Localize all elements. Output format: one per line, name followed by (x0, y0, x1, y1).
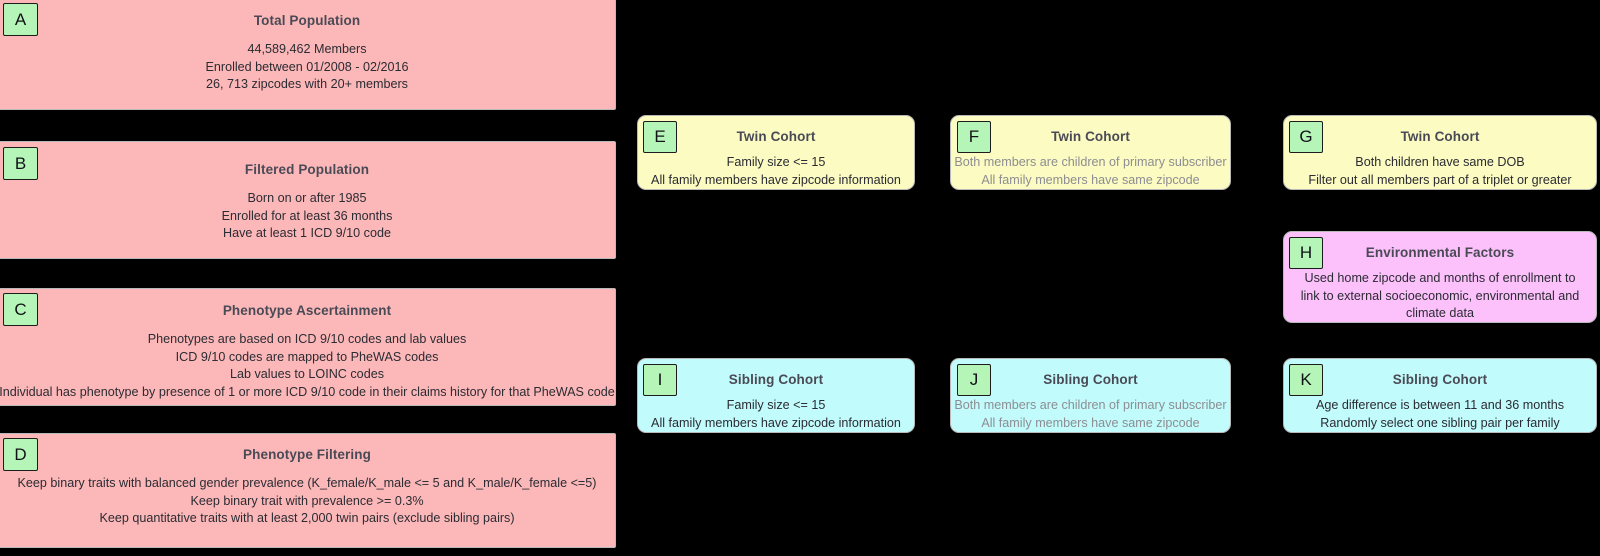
panel-k-body: Age difference is between 11 and 36 mont… (1284, 397, 1596, 432)
panel-b-line-2: Enrolled for at least 36 months (221, 208, 393, 223)
panel-d: Phenotype Filtering Keep binary traits w… (0, 433, 616, 548)
panel-c-line-1: Phenotypes are based on ICD 9/10 codes a… (147, 332, 467, 346)
panel-d-title: Phenotype Filtering (243, 447, 371, 462)
panel-g-badge: G (1289, 121, 1323, 153)
panel-g-body: Both children have same DOB Filter out a… (1284, 154, 1596, 189)
panel-c-line-2: ICD 9/10 codes are mapped to PheWAS code… (175, 349, 439, 364)
panel-c-body: Phenotypes are based on ICD 9/10 codes a… (0, 331, 615, 401)
panel-k-line-2: Randomly select one sibling pair per fam… (1320, 415, 1560, 430)
panel-a-badge: A (3, 3, 38, 36)
panel-h-title: Environmental Factors (1365, 245, 1515, 260)
panel-k-badge: K (1289, 364, 1323, 396)
panel-k-title: Sibling Cohort (1392, 372, 1488, 387)
panel-b: Filtered Population Born on or after 198… (0, 141, 616, 259)
panel-c: Phenotype Ascertainment Phenotypes are b… (0, 288, 616, 406)
panel-b-line-1: Born on or after 1985 (247, 191, 367, 205)
panel-i-title: Sibling Cohort (728, 372, 824, 387)
panel-a-line-1: 44,589,462 Members (247, 42, 367, 56)
panel-i-body: Family size <= 15 All family members hav… (638, 397, 914, 432)
panel-d-line-1: Keep binary traits with balanced gender … (17, 476, 597, 490)
panel-i: Sibling Cohort Family size <= 15 All fam… (637, 358, 915, 433)
panel-d-body: Keep binary traits with balanced gender … (0, 475, 615, 528)
panel-a-body: 44,589,462 Members Enrolled between 01/2… (0, 41, 615, 94)
panel-g-line-2: Filter out all members part of a triplet… (1308, 172, 1572, 187)
panel-k-line-1: Age difference is between 11 and 36 mont… (1315, 398, 1565, 412)
panel-j-body: Both members are children of primary sub… (951, 397, 1230, 432)
panel-f-body: Both members are children of primary sub… (951, 154, 1230, 189)
panel-f-line-1: Both members are children of primary sub… (954, 155, 1227, 169)
panel-j: Sibling Cohort Both members are children… (950, 358, 1231, 433)
panel-j-title: Sibling Cohort (1043, 372, 1138, 387)
panel-d-badge: D (3, 438, 38, 471)
panel-k: Sibling Cohort Age difference is between… (1283, 358, 1597, 433)
panel-h: Environmental Factors Used home zipcode … (1283, 231, 1597, 323)
panel-b-badge: B (3, 147, 38, 180)
panel-e-body: Family size <= 15 All family members hav… (638, 154, 914, 189)
panel-c-line-4: Individual has phenotype by presence of … (0, 384, 615, 399)
panel-e-badge: E (643, 121, 677, 153)
panel-d-line-2: Keep binary trait with prevalence >= 0.3… (190, 493, 424, 508)
panel-c-badge: C (3, 293, 38, 326)
panel-h-line-1: Used home zipcode and months of enrollme… (1300, 271, 1580, 320)
panel-e-title: Twin Cohort (736, 129, 816, 144)
panel-d-line-3: Keep quantitative traits with at least 2… (99, 511, 515, 525)
panel-a-title: Total Population (253, 13, 361, 28)
panel-b-title: Filtered Population (244, 162, 370, 177)
panel-i-badge: I (643, 364, 677, 396)
panel-e-line-2: All family members have zipcode informat… (651, 172, 901, 187)
panel-e: Twin Cohort Family size <= 15 All family… (637, 115, 915, 190)
panel-g-line-1: Both children have same DOB (1355, 155, 1525, 169)
panel-a-line-3: 26, 713 zipcodes with 20+ members (206, 77, 408, 91)
panel-b-body: Born on or after 1985 Enrolled for at le… (0, 190, 615, 243)
panel-c-title: Phenotype Ascertainment (222, 303, 392, 318)
panel-i-line-1: Family size <= 15 (726, 398, 826, 412)
panel-g: Twin Cohort Both children have same DOB … (1283, 115, 1597, 190)
panel-b-line-3: Have at least 1 ICD 9/10 code (222, 226, 391, 240)
panel-f: Twin Cohort Both members are children of… (950, 115, 1231, 190)
panel-j-line-2: All family members have same zipcode (981, 415, 1200, 430)
panel-a: Total Population 44,589,462 Members Enro… (0, 0, 616, 110)
panel-c-line-3: Lab values to LOINC codes (229, 367, 384, 381)
panel-g-title: Twin Cohort (1400, 129, 1480, 144)
panel-h-badge: H (1289, 237, 1323, 269)
panel-i-line-2: All family members have zipcode informat… (651, 415, 901, 430)
panel-a-line-2: Enrolled between 01/2008 - 02/2016 (205, 59, 409, 74)
panel-f-title: Twin Cohort (1051, 129, 1130, 144)
panel-e-line-1: Family size <= 15 (726, 155, 826, 169)
panel-f-line-2: All family members have same zipcode (981, 172, 1200, 187)
panel-j-line-1: Both members are children of primary sub… (954, 398, 1227, 412)
panel-h-body: Used home zipcode and months of enrollme… (1284, 270, 1596, 322)
panel-j-badge: J (957, 364, 991, 396)
panel-f-badge: F (957, 121, 991, 153)
